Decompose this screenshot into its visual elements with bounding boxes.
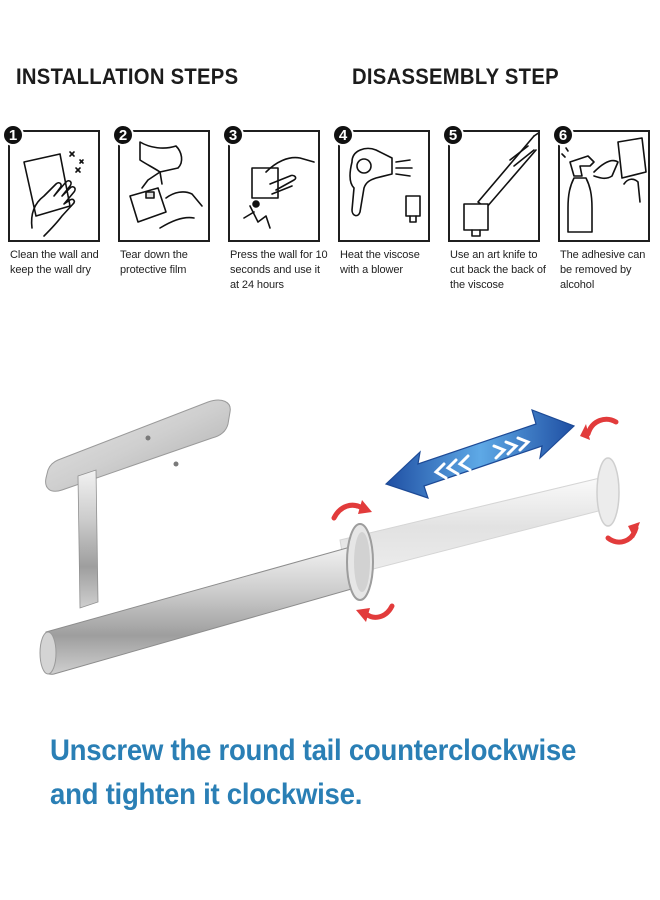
vertical-post	[77, 469, 99, 609]
hands-peeling-film-icon	[129, 141, 203, 229]
end-cap-ghost	[596, 457, 620, 527]
step-3: 3 Press the wall for 10 seconds and use …	[222, 124, 328, 304]
step-frame	[338, 130, 430, 242]
extend-direction-arrow-icon	[384, 409, 576, 499]
step-6: 6 The adhesive can be removed by alcohol	[552, 124, 652, 304]
step-frame	[558, 130, 650, 242]
rotate-arrow-icon	[363, 603, 395, 620]
art-knife-icon	[463, 132, 538, 237]
instruction-line-1: Unscrew the round tail counterclockwise	[50, 734, 577, 767]
step-2: 2 Tear down the protective film	[112, 124, 212, 304]
hand-pressing-wall-icon	[243, 156, 315, 229]
step-number-badge: 6	[552, 124, 574, 146]
paper-towel-holder-illustration	[39, 399, 640, 675]
step-number-badge: 1	[2, 124, 24, 146]
step-caption: Clean the wall and keep the wall dry	[10, 249, 99, 276]
wall-plate	[45, 399, 231, 492]
screw-hole	[173, 461, 179, 467]
step-caption: Tear down the protective film	[120, 249, 188, 276]
hair-dryer-icon	[349, 147, 421, 223]
hand-wiping-wall-icon	[23, 151, 84, 237]
screw-hole	[145, 435, 151, 441]
extended-arm-ghost	[339, 477, 611, 577]
step-frame	[448, 130, 540, 242]
step-caption: The adhesive can be removed by alcohol	[560, 249, 646, 291]
step-1: 1 Clean the wall and keep the wall dry	[2, 124, 102, 304]
installation-steps-heading: INSTALLATION STEPS	[16, 64, 239, 89]
step-caption: Heat the viscose with a blower	[340, 249, 420, 276]
step-4: 4 Heat the viscose with a blower	[332, 124, 432, 304]
step-caption: Use an art knife to cut back the back of…	[450, 249, 546, 291]
rotate-arrow-icon	[331, 502, 365, 521]
step-number-badge: 4	[332, 124, 354, 146]
step-caption: Press the wall for 10 seconds and use it…	[230, 249, 328, 291]
spray-bottle-icon	[561, 137, 647, 233]
step-frame	[228, 130, 320, 242]
step-frame	[118, 130, 210, 242]
disassembly-step-heading: DISASSEMBLY STEP	[352, 64, 559, 89]
instruction-line-2: and tighten it clockwise.	[50, 778, 363, 811]
step-number-badge: 3	[222, 124, 244, 146]
step-number-badge: 5	[442, 124, 464, 146]
rotate-arrow-icon	[585, 416, 619, 437]
step-number-badge: 2	[112, 124, 134, 146]
step-frame	[8, 130, 100, 242]
step-5: 5 Use an art knife to cut back the back …	[442, 124, 546, 304]
